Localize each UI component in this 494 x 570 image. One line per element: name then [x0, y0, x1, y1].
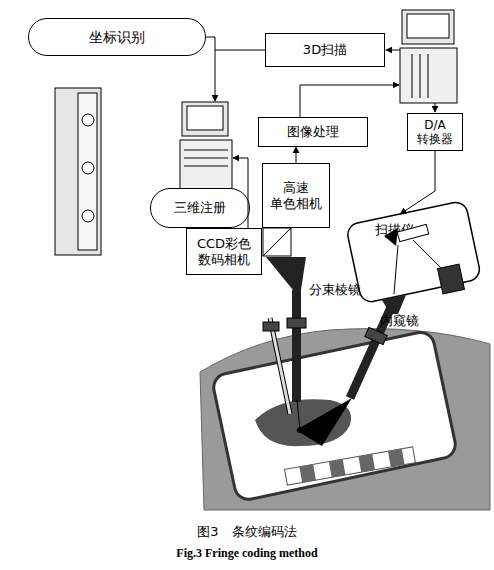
fringe-projection — [296, 398, 352, 446]
wire-arrow — [435, 103, 436, 112]
wire-arrow — [386, 50, 400, 51]
node-label: 图像处理 — [287, 124, 339, 140]
connector-arrow — [296, 147, 297, 163]
process-box: 3D扫描 — [265, 33, 385, 67]
wire-arrow — [206, 37, 215, 101]
instrument — [270, 318, 290, 414]
node-label: 高速 单色相机 — [265, 180, 327, 211]
node-label: 坐标识别 — [89, 29, 145, 46]
figure-caption: 图3 条纹编码法 — [0, 524, 494, 540]
beam-splitter — [263, 228, 291, 256]
tower-slot — [420, 54, 421, 98]
node-label: 3D扫描 — [303, 42, 347, 58]
patient-body — [200, 329, 490, 510]
part-label: 内窥镜 — [380, 313, 419, 329]
node-label: 三维注册 — [174, 200, 226, 216]
computer-tower — [180, 140, 232, 192]
node-label: 扫描仪 — [375, 222, 414, 238]
tracker-marker — [82, 162, 94, 174]
instrument — [270, 318, 290, 414]
computer-screen — [407, 14, 449, 38]
spine-band — [329, 459, 346, 477]
computer-screen — [187, 106, 223, 130]
node-label: D/A 转换器 — [410, 118, 460, 147]
tower-slot — [428, 54, 429, 98]
tracker-marker — [82, 114, 94, 126]
tower-slot — [184, 150, 228, 151]
tube-port — [287, 318, 306, 328]
tracker-face — [78, 93, 97, 250]
spine-band — [388, 449, 405, 467]
spine — [285, 447, 416, 485]
scanner-outline — [346, 200, 482, 304]
spine-band — [285, 447, 416, 485]
instrument-port — [263, 322, 279, 331]
node-label: CCD彩色 数码相机 — [189, 236, 259, 267]
camera-box: 高速 单色相机 — [262, 163, 330, 228]
computer-monitor — [182, 102, 228, 136]
scanner-outline — [345, 200, 483, 308]
camera-funnel — [266, 257, 306, 290]
wire — [215, 50, 265, 51]
part-label: 分束棱镜 — [309, 282, 361, 298]
tower-slot — [412, 54, 413, 98]
spine-band — [299, 464, 316, 482]
computer-monitor — [402, 10, 454, 44]
process-oval: 三维注册 — [150, 188, 250, 228]
scanner-enclosure: 扫描仪 — [345, 200, 483, 308]
wire-arrow — [300, 85, 399, 117]
tower-slot — [184, 158, 228, 159]
part-label: Fig.3 Fringe coding method — [0, 546, 494, 560]
endoscope-port — [365, 327, 387, 344]
camera-box: CCD彩色 数码相机 — [186, 228, 262, 275]
tracker-marker — [82, 210, 94, 222]
computer-tower — [400, 48, 457, 103]
converter-box: D/A 转换器 — [407, 113, 463, 151]
tube-tip — [297, 400, 300, 430]
tracker-body — [55, 88, 101, 255]
process-box: 图像处理 — [258, 117, 368, 147]
tower-slot — [184, 166, 228, 167]
connector-arrow — [400, 151, 435, 214]
input-box: 坐标识别 — [28, 18, 206, 56]
camera-tube — [292, 290, 301, 402]
spine-band — [358, 454, 375, 472]
beam-splitter-diagonal — [263, 228, 291, 256]
cavity-window — [211, 330, 458, 502]
organ — [255, 399, 351, 446]
